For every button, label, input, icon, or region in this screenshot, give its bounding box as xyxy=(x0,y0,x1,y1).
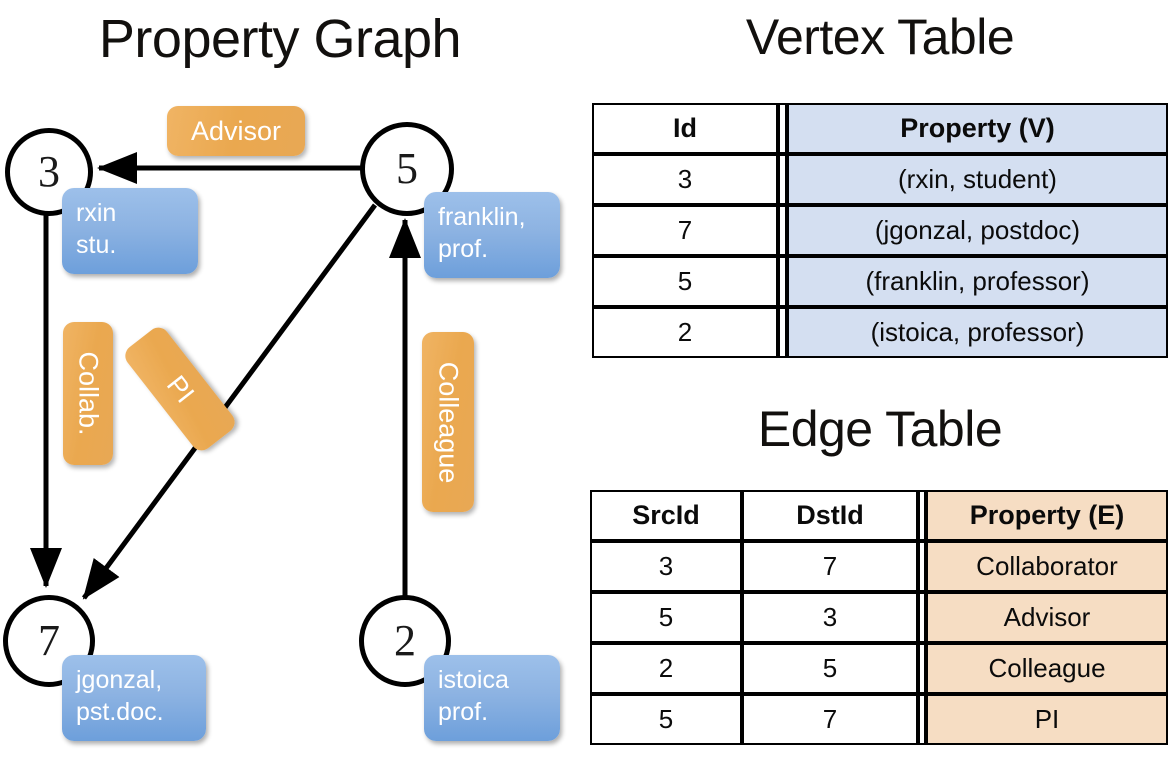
edge-row-3-dst: 7 xyxy=(742,694,918,745)
edge-row-0-src: 3 xyxy=(590,541,742,592)
edge-row-3-src: 5 xyxy=(590,694,742,745)
table-row: 5 3 Advisor xyxy=(590,592,1168,643)
table-row: 2 (istoica, professor) xyxy=(592,307,1168,358)
vertex-table-column-gap xyxy=(778,256,787,307)
edge-table-column-gap xyxy=(918,490,926,541)
edge-row-0-property: Collaborator xyxy=(926,541,1168,592)
vertex-row-0-property: (rxin, student) xyxy=(787,154,1168,205)
graph-vertex-7-label: 7 xyxy=(38,616,60,665)
edge-row-0-dst: 7 xyxy=(742,541,918,592)
edge-row-1-src: 5 xyxy=(590,592,742,643)
vertex-property-rxin-line1: rxin xyxy=(76,199,117,227)
edge-table-header-property: Property (E) xyxy=(926,490,1168,541)
vertex-row-2-property: (franklin, professor) xyxy=(787,256,1168,307)
page-title-edge-table: Edge Table xyxy=(757,401,1003,457)
graph-vertex-5[interactable]: 5 xyxy=(360,122,454,216)
table-row: 2 5 Colleague xyxy=(590,643,1168,694)
vertex-table-header-row: Id Property (V) xyxy=(592,103,1168,154)
table-row: 3 (rxin, student) xyxy=(592,154,1168,205)
graph-vertex-2-label: 2 xyxy=(394,616,416,665)
edge-label-colleague-text: Colleague xyxy=(433,361,464,483)
edge-row-2-dst: 5 xyxy=(742,643,918,694)
edge-label-chip-collab: Collab. xyxy=(63,322,113,465)
edge-label-collab-text: Collab. xyxy=(73,351,104,436)
vertex-property-callout-rxin: rxin stu. xyxy=(62,188,198,274)
edge-label-advisor-text: Advisor xyxy=(190,115,282,146)
vertex-property-callout-istoica: istoica prof. xyxy=(424,655,560,741)
vertex-row-0-id: 3 xyxy=(592,154,778,205)
edge-table-column-gap xyxy=(918,541,926,592)
page-title-vertex-table: Vertex Table xyxy=(745,9,1015,65)
vertex-table-column-gap xyxy=(778,103,787,154)
vertex-row-1-id: 7 xyxy=(592,205,778,256)
table-row: 3 7 Collaborator xyxy=(590,541,1168,592)
vertex-table-column-gap xyxy=(778,154,787,205)
edge-table-column-gap xyxy=(918,592,926,643)
edge-5-to-7-pi xyxy=(81,203,378,600)
vertex-row-3-id: 2 xyxy=(592,307,778,358)
edge-table-column-gap xyxy=(918,694,926,745)
edge-label-pi-text: PI xyxy=(160,369,201,408)
edge-table-header-row: SrcId DstId Property (E) xyxy=(590,490,1168,541)
edge-row-3-property: PI xyxy=(926,694,1168,745)
edge-label-chip-colleague: Colleague xyxy=(422,332,474,512)
table-row: 7 (jgonzal, postdoc) xyxy=(592,205,1168,256)
edge-table: SrcId DstId Property (E) 3 7 Collaborato… xyxy=(590,490,1168,745)
vertex-table-column-gap xyxy=(778,307,787,358)
graph-vertex-2[interactable]: 2 xyxy=(359,595,451,687)
edge-row-1-property: Advisor xyxy=(926,592,1168,643)
vertex-property-franklin-line2: prof. xyxy=(438,235,489,263)
vertex-property-franklin-line1: franklin, xyxy=(438,203,526,231)
graph-edges-layer xyxy=(30,152,421,600)
vertex-table-column-gap xyxy=(778,205,787,256)
edge-row-2-property: Colleague xyxy=(926,643,1168,694)
page-title-property-graph: Property Graph xyxy=(98,9,462,69)
edge-row-1-dst: 3 xyxy=(742,592,918,643)
edge-row-2-src: 2 xyxy=(590,643,742,694)
vertex-row-3-property: (istoica, professor) xyxy=(787,307,1168,358)
graph-vertex-5-label: 5 xyxy=(396,144,418,193)
vertex-property-rxin-line2: stu. xyxy=(76,231,117,259)
vertex-property-istoica-line1: istoica xyxy=(438,666,509,694)
edge-table-header-dstid: DstId xyxy=(742,490,918,541)
table-row: 5 (franklin, professor) xyxy=(592,256,1168,307)
edge-table-header-srcid: SrcId xyxy=(590,490,742,541)
property-graph-diagram: 3 5 7 2 rxin stu. franklin, prof. jgonza… xyxy=(3,106,560,741)
vertex-table: Id Property (V) 3 (rxin, student) 7 (jgo… xyxy=(592,103,1168,358)
edge-table-column-gap xyxy=(918,643,926,694)
graph-vertex-3-label: 3 xyxy=(38,147,60,196)
vertex-property-jgonzal-line1: jgonzal, xyxy=(76,666,163,694)
vertex-property-callout-franklin: franklin, prof. xyxy=(424,192,560,278)
vertex-table-header-id: Id xyxy=(592,103,778,154)
edge-label-chip-advisor: Advisor xyxy=(167,106,305,156)
vertex-property-istoica-line2: prof. xyxy=(438,698,489,726)
vertex-property-callout-jgonzal: jgonzal, pst.doc. xyxy=(62,655,206,741)
vertex-row-2-id: 5 xyxy=(592,256,778,307)
table-row: 5 7 PI xyxy=(590,694,1168,745)
vertex-table-header-property: Property (V) xyxy=(787,103,1168,154)
vertex-property-jgonzal-line2: pst.doc. xyxy=(76,698,164,726)
vertex-row-1-property: (jgonzal, postdoc) xyxy=(787,205,1168,256)
